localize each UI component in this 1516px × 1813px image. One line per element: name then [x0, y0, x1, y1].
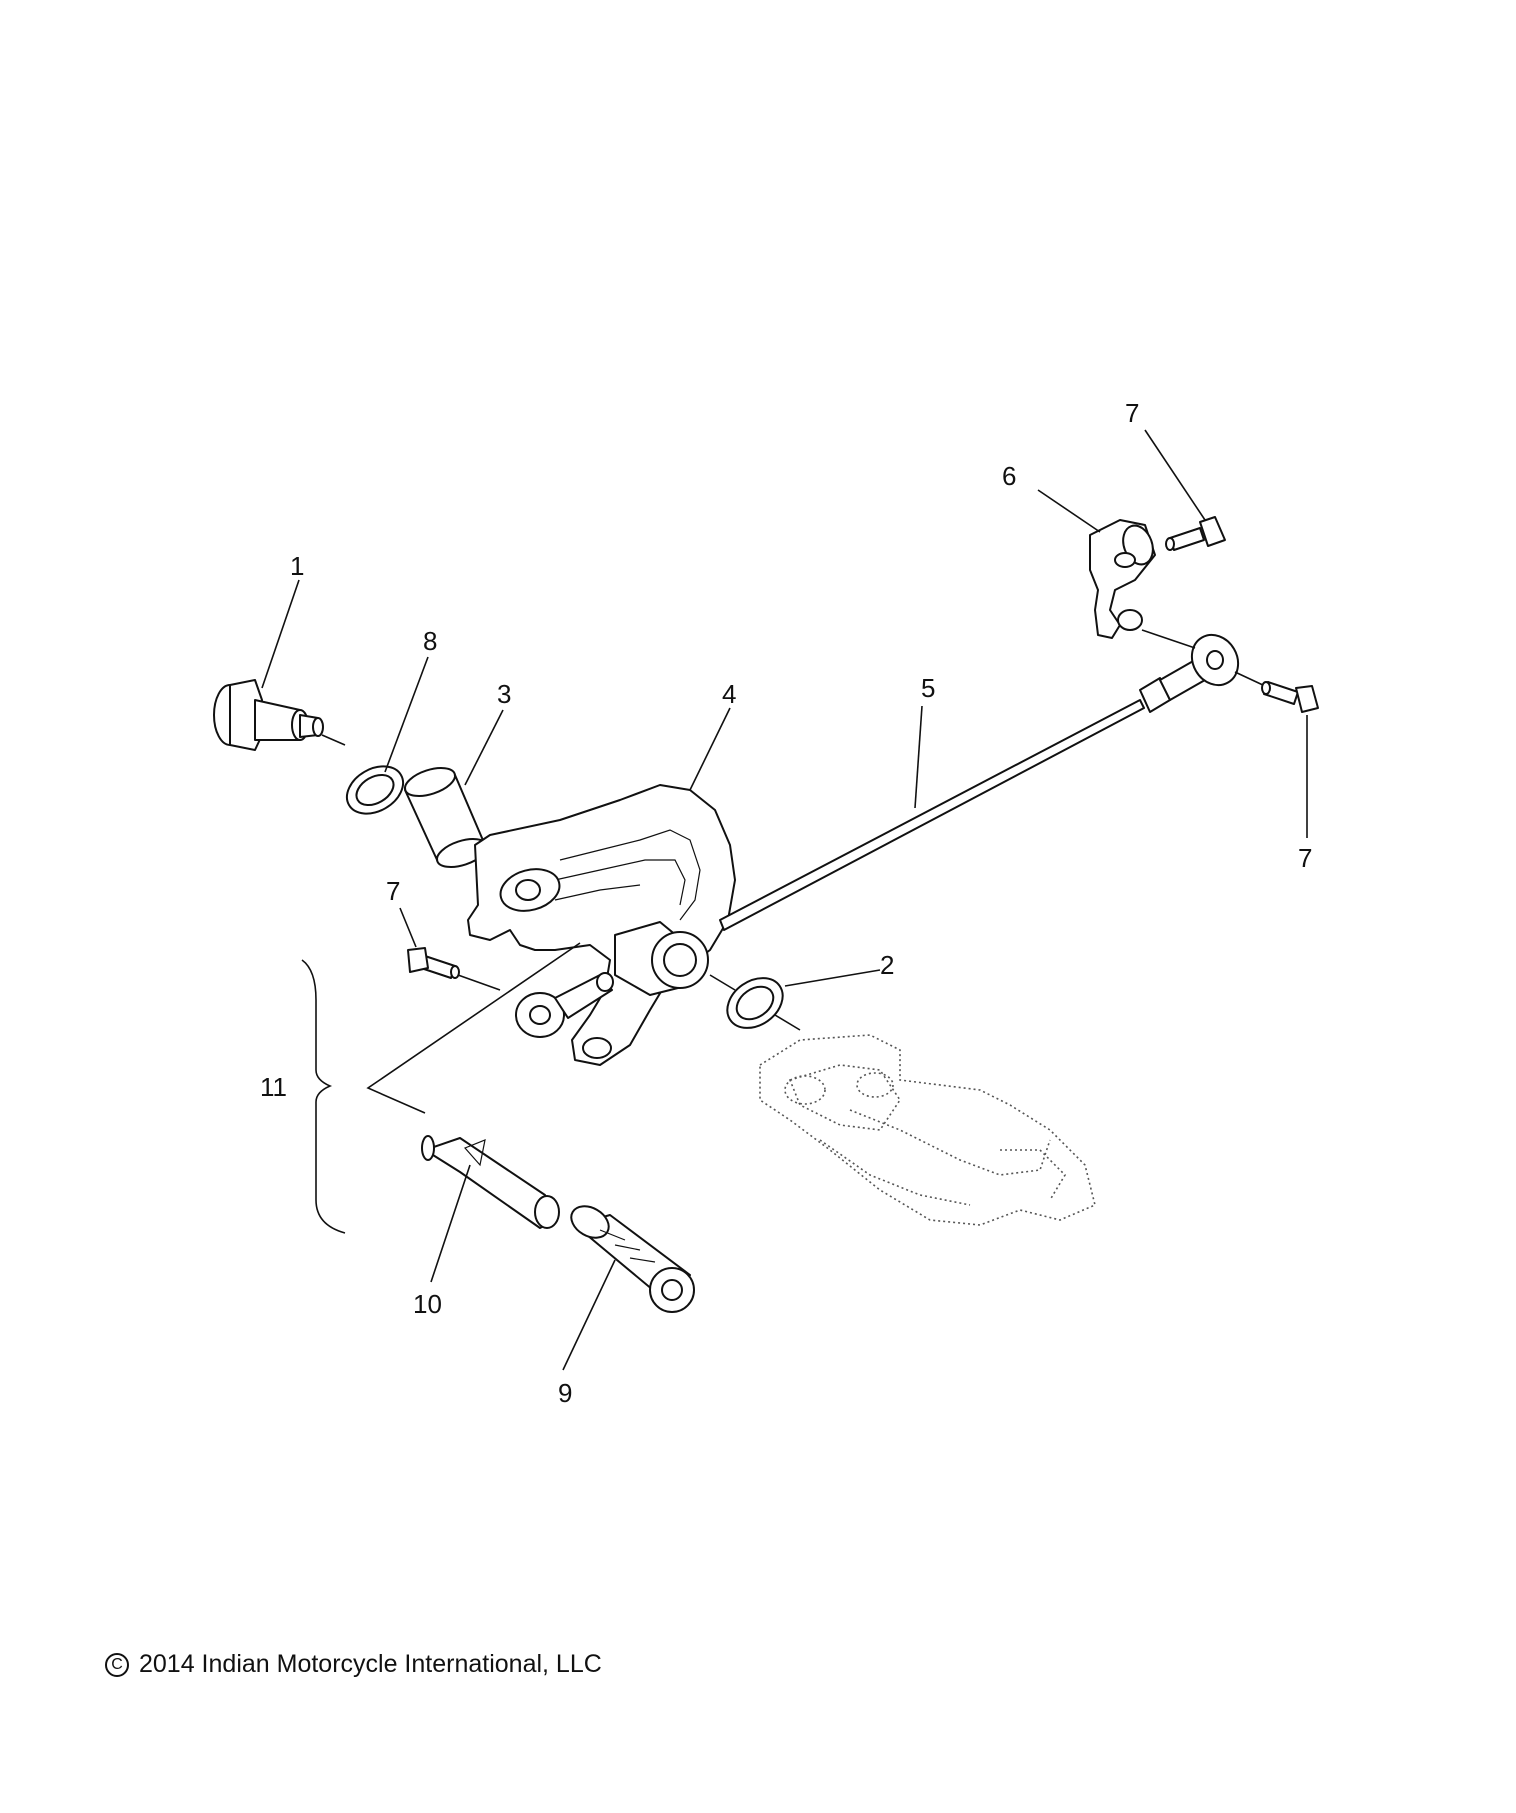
bolt-part-left: [407, 947, 460, 979]
callout-5: 5: [921, 673, 935, 703]
peg-pin-part: [421, 1135, 560, 1229]
bracket-11: [301, 959, 346, 1234]
leader-10: [430, 1164, 471, 1283]
leader-8: [384, 656, 429, 773]
washer-part-2: [726, 977, 784, 1029]
bolt-part-right: [1261, 681, 1319, 713]
leader-11: [366, 942, 581, 1114]
leader-7-left: [399, 907, 417, 948]
callout-11: 11: [260, 1072, 287, 1102]
callout-3: 3: [497, 679, 511, 709]
copyright-symbol: C: [105, 1652, 129, 1677]
callout-1: 1: [290, 551, 304, 581]
callout-7-top: 7: [1125, 398, 1139, 428]
leader-2: [784, 969, 881, 987]
callout-4: 4: [722, 679, 736, 709]
callout-9: 9: [558, 1378, 572, 1408]
callout-7-left: 7: [386, 876, 400, 906]
callout-10: 10: [413, 1289, 442, 1319]
callout-7-right: 7: [1298, 843, 1312, 873]
callout-2: 2: [880, 950, 894, 980]
frame-casting-ghost: [759, 1034, 1096, 1226]
callout-8: 8: [423, 626, 437, 656]
linkage-rod-part: [719, 633, 1240, 931]
callout-6: 6: [1002, 461, 1016, 491]
bolt-part-top: [1165, 516, 1226, 551]
rubber-peg-part: [570, 1205, 695, 1313]
leader-4: [689, 707, 731, 791]
rod-end-part: [515, 972, 614, 1038]
leader-9: [562, 1259, 616, 1371]
leader-5: [914, 705, 923, 809]
leader-6: [1037, 489, 1101, 533]
copyright-text: 2014 Indian Motorcycle International, LL…: [139, 1650, 602, 1678]
leader-7-top: [1144, 429, 1206, 521]
leader-3: [464, 709, 504, 786]
copyright-notice: C 2014 Indian Motorcycle International, …: [105, 1650, 602, 1679]
brake-pedal-arm-part: [467, 784, 736, 1066]
clevis-part: [1089, 519, 1156, 639]
pivot-bolt-part: [213, 679, 324, 751]
leader-1: [261, 579, 300, 689]
washer-part-8: [345, 765, 405, 815]
